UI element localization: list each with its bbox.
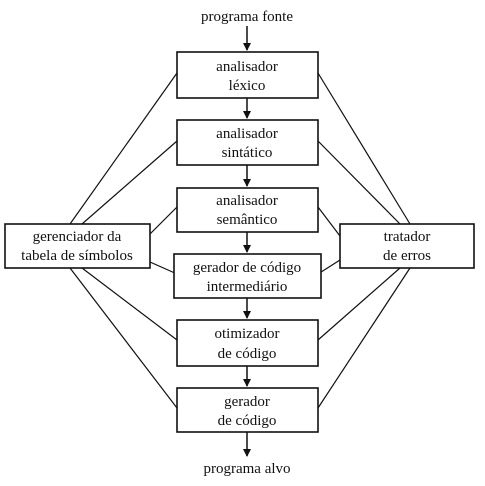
stage-syntax-analyzer: analisador sintático — [176, 119, 319, 166]
error-handler-label-line2: de erros — [383, 248, 431, 264]
stage-label-line2: de código — [218, 413, 277, 429]
symbol-table-label-line2: tabela de símbolos — [21, 248, 133, 264]
stage-label-line2: léxico — [229, 78, 266, 94]
stage-code-generator: gerador de código — [176, 387, 319, 433]
stage-label-line2: intermediário — [207, 279, 288, 295]
output-label: programa alvo — [203, 461, 290, 477]
input-label: programa fonte — [201, 9, 293, 25]
stage-label-line1: gerador — [224, 394, 270, 410]
stage-lexical-analyzer: analisador léxico — [176, 51, 319, 99]
stage-label-line1: analisador — [216, 193, 278, 209]
stage-label-line1: otimizador — [215, 326, 280, 342]
error-handler: tratador de erros — [339, 223, 475, 269]
symbol-table-manager: gerenciador da tabela de símbolos — [4, 223, 151, 269]
stage-label-line1: gerador de código — [193, 260, 301, 276]
stage-label-line1: analisador — [216, 126, 278, 142]
symbol-table-label-line1: gerenciador da — [33, 229, 122, 245]
error-handler-label-line1: tratador — [384, 229, 431, 245]
stage-label-line1: analisador — [216, 59, 278, 75]
stage-label-line2: de código — [218, 346, 277, 362]
symbol-table-connectors — [69, 72, 178, 409]
stage-label-line2: sintático — [222, 145, 273, 161]
stage-code-optimizer: otimizador de código — [176, 319, 319, 367]
stage-semantic-analyzer: analisador semântico — [176, 187, 319, 233]
stage-label-line2: semântico — [217, 212, 278, 228]
error-handler-connectors — [317, 72, 411, 409]
stage-intermediate-code-generator: gerador de código intermediário — [173, 253, 322, 299]
